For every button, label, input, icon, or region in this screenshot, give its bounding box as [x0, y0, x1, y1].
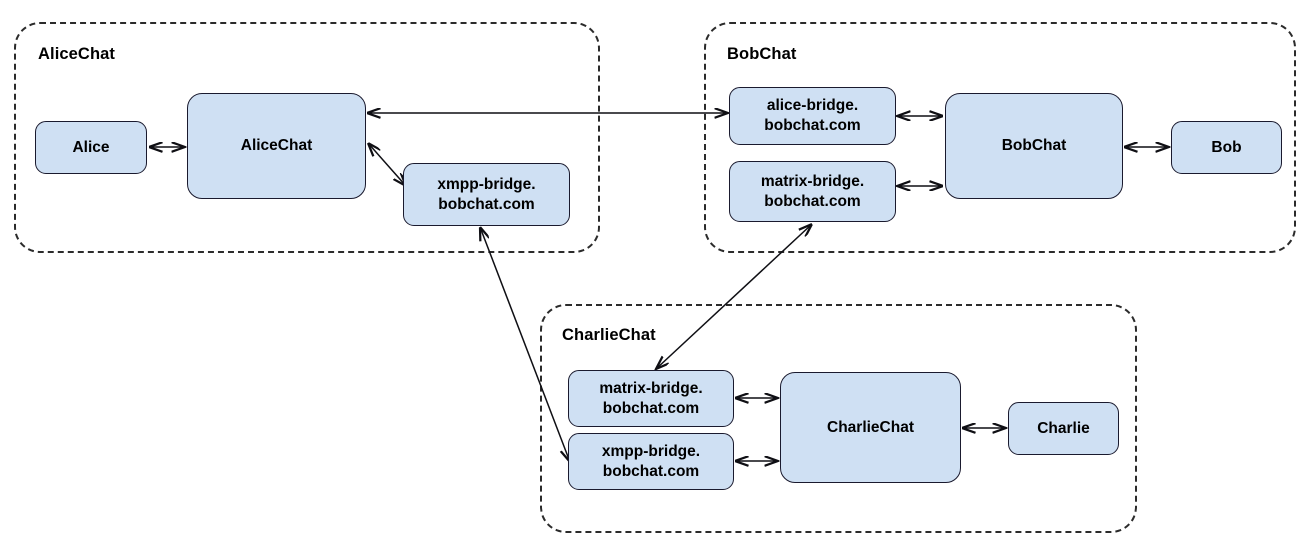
node-alice[interactable]: Alice — [35, 121, 147, 174]
node-alicechat-server[interactable]: AliceChat — [187, 93, 366, 199]
domain-label-bobchat: BobChat — [727, 45, 797, 63]
domain-container-alicechat — [14, 22, 600, 253]
node-bob-matrix-bridge-label-line1: matrix-bridge. — [760, 172, 865, 190]
node-alice-xmpp-bridge-label-line1: xmpp-bridge. — [437, 175, 536, 193]
node-charlie-xmpp-bridge-label-line1: xmpp-bridge. — [601, 442, 701, 460]
node-charlie-matrix-bridge-label-line2: bobchat.com — [602, 399, 700, 417]
domain-label-alicechat: AliceChat — [38, 45, 116, 63]
node-alice-xmpp-bridge-label-line2: bobchat.com — [438, 195, 535, 213]
node-charliechat-server[interactable]: CharlieChat — [780, 372, 961, 483]
node-bob-matrix-bridge-label-line2: bobchat.com — [764, 192, 861, 210]
node-charlie[interactable]: Charlie — [1008, 402, 1119, 455]
node-bob-label: Bob — [1211, 138, 1242, 156]
node-charlie-xmpp-bridge[interactable]: xmpp-bridge. bobchat.com — [568, 433, 734, 490]
node-bob[interactable]: Bob — [1171, 121, 1282, 174]
node-bobchat-server-label: BobChat — [1001, 137, 1067, 155]
node-charliechat-server-label: CharlieChat — [827, 418, 914, 436]
node-alice-xmpp-bridge[interactable]: xmpp-bridge. bobchat.com — [403, 163, 570, 226]
node-charlie-xmpp-bridge-label-line2: bobchat.com — [602, 462, 700, 480]
node-charlie-label: Charlie — [1037, 419, 1090, 437]
node-bob-alice-bridge[interactable]: alice-bridge. bobchat.com — [729, 87, 896, 145]
domain-container-bobchat — [704, 22, 1296, 253]
node-bob-alice-bridge-label-line1: alice-bridge. — [766, 97, 859, 115]
node-alice-label: Alice — [72, 138, 110, 156]
node-charlie-matrix-bridge[interactable]: matrix-bridge. bobchat.com — [568, 370, 734, 427]
domain-label-charliechat: CharlieChat — [562, 326, 656, 344]
node-alicechat-server-label: AliceChat — [240, 137, 313, 155]
node-charlie-matrix-bridge-label-line1: matrix-bridge. — [599, 379, 703, 397]
node-bobchat-server[interactable]: BobChat — [945, 93, 1123, 199]
node-bob-alice-bridge-label-line2: bobchat.com — [764, 117, 861, 134]
node-bob-matrix-bridge[interactable]: matrix-bridge. bobchat.com — [729, 161, 896, 222]
